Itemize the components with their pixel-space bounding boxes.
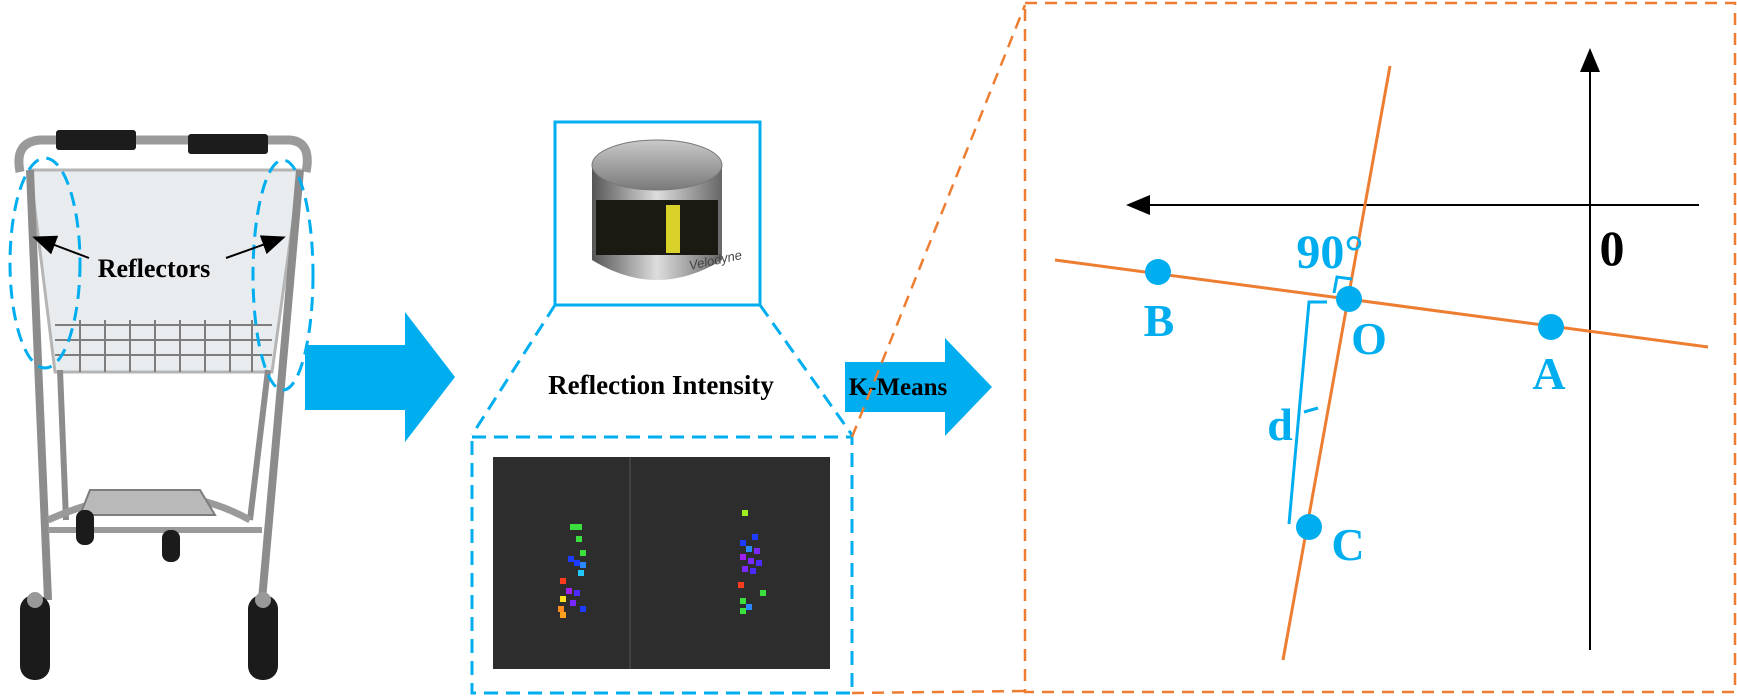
lidar-sensor-image: Velodyne xyxy=(591,139,743,280)
right-angle-marker xyxy=(1332,275,1353,294)
point-o xyxy=(1336,286,1362,312)
wheel-right-icon xyxy=(248,595,278,680)
point-b-label: B xyxy=(1144,295,1175,346)
reflection-intensity-label: Reflection Intensity xyxy=(548,370,774,400)
pointcloud-frame xyxy=(470,435,854,695)
shopping-cart-image xyxy=(14,130,312,680)
reflector-arrow-right xyxy=(225,235,286,259)
origin-label: 0 xyxy=(1600,220,1625,276)
wheel-left-icon xyxy=(20,595,50,680)
process-arrow-1 xyxy=(305,312,455,442)
point-o-label: O xyxy=(1351,313,1387,364)
point-c-label: C xyxy=(1331,519,1364,570)
reflector-arrow-left xyxy=(32,235,90,259)
pointcloud-points-left xyxy=(558,524,586,618)
point-a xyxy=(1538,314,1564,340)
point-b xyxy=(1145,259,1171,285)
distance-label: d xyxy=(1267,399,1293,450)
distance-bracket xyxy=(1287,300,1327,525)
reflectors-label: Reflectors xyxy=(98,254,211,283)
reflector-highlight-right xyxy=(251,158,315,392)
point-a-label: A xyxy=(1532,348,1565,399)
line-oc xyxy=(1281,65,1392,661)
angle-label: 90° xyxy=(1296,226,1363,279)
handle-grip-right-icon xyxy=(188,134,268,154)
pointcloud-view xyxy=(493,457,830,669)
reflector-highlight-left xyxy=(8,156,82,370)
pointcloud-points-right xyxy=(738,510,766,614)
kmeans-label: K-Means xyxy=(849,374,948,401)
handle-grip-left-icon xyxy=(56,130,136,150)
point-c xyxy=(1296,514,1322,540)
